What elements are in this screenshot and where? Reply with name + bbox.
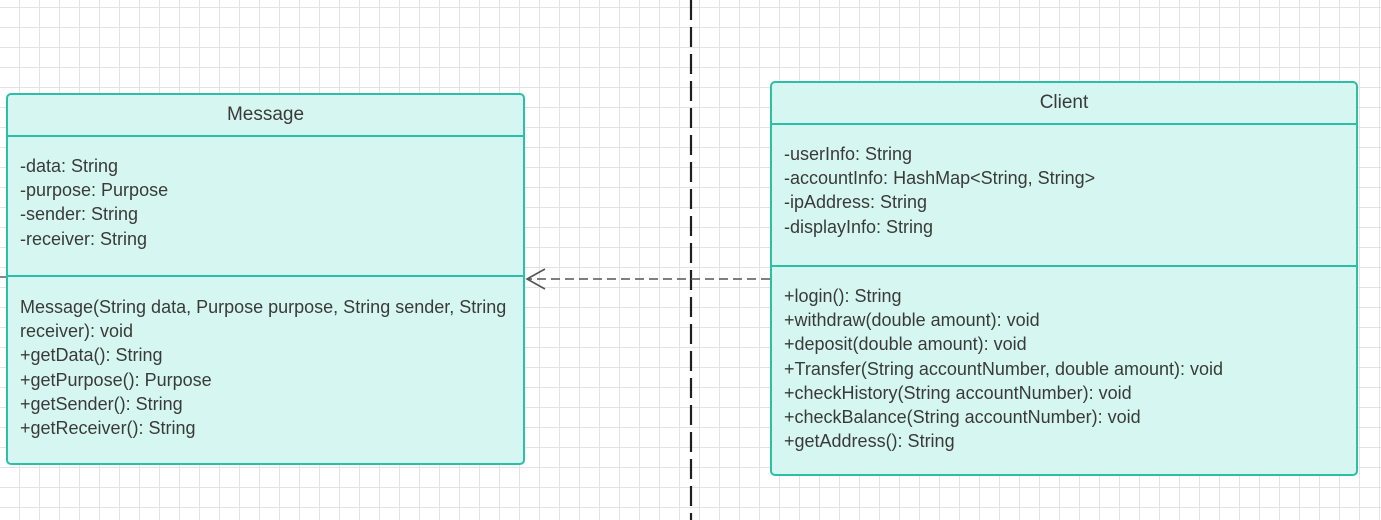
client-class-name: Client bbox=[772, 83, 1356, 125]
client-attributes-section: -userInfo: String -accountInfo: HashMap<… bbox=[772, 125, 1356, 265]
client-attribute: -ipAddress: String bbox=[784, 192, 928, 213]
message-attribute: -sender: String bbox=[20, 204, 139, 225]
message-operation: Message(String data, Purpose purpose, St… bbox=[20, 297, 507, 342]
client-operation: +checkHistory(String accountNumber): voi… bbox=[784, 382, 1132, 403]
message-operation: +getReceiver(): String bbox=[20, 418, 196, 439]
message-attribute: -purpose: Purpose bbox=[20, 180, 169, 201]
client-operation: +checkBalance(String accountNumber): voi… bbox=[784, 407, 1141, 428]
client-operation: +withdraw(double amount): void bbox=[784, 310, 1040, 331]
client-operation: +getAddress(): String bbox=[784, 431, 955, 452]
message-attribute: -data: String bbox=[20, 156, 119, 176]
client-operation: +deposit(double amount): void bbox=[784, 334, 1027, 355]
client-attribute: -displayInfo: String bbox=[784, 216, 934, 237]
client-class-box[interactable]: Client -userInfo: String -accountInfo: H… bbox=[770, 81, 1358, 476]
message-class-name: Message bbox=[8, 95, 523, 137]
message-operations-section: Message(String data, Purpose purpose, St… bbox=[8, 275, 523, 440]
message-class-box[interactable]: Message -data: String -purpose: Purpose … bbox=[6, 93, 525, 465]
client-operation: +login(): String bbox=[784, 286, 902, 306]
client-attribute: -userInfo: String bbox=[784, 144, 913, 164]
client-operations-section: +login(): String +withdraw(double amount… bbox=[772, 265, 1356, 453]
message-operation: +getSender(): String bbox=[20, 393, 183, 414]
client-attribute: -accountInfo: HashMap<String, String> bbox=[784, 168, 1096, 189]
message-operation: +getData(): String bbox=[20, 345, 163, 366]
client-operation: +Transfer(String accountNumber, double a… bbox=[784, 358, 1224, 379]
message-attribute: -receiver: String bbox=[20, 228, 148, 249]
message-operation: +getPurpose(): Purpose bbox=[20, 369, 212, 390]
dependency-arrowhead bbox=[525, 268, 546, 290]
message-attributes-section: -data: String -purpose: Purpose -sender:… bbox=[8, 137, 523, 275]
